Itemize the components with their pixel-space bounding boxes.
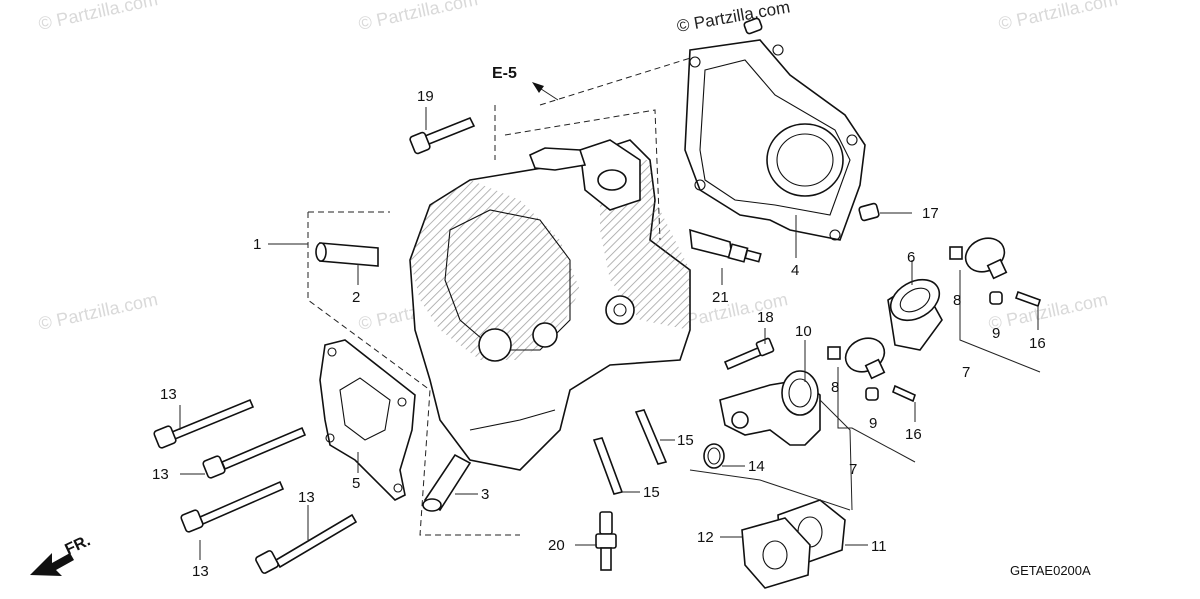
callout: 1: [253, 236, 261, 253]
inlet-pipe: [719, 370, 821, 446]
callout: 4: [791, 262, 799, 279]
watermark: © Partzilla.com: [37, 0, 160, 34]
nuts-and-screws: [827, 246, 1042, 403]
callout: 8: [831, 379, 839, 396]
callout: 3: [481, 486, 489, 503]
callout: 16: [905, 426, 922, 443]
assembly-outline: [307, 54, 701, 536]
watermark: © Partzilla.com: [987, 289, 1110, 334]
bolt-19: [409, 116, 476, 155]
hose-clamp-upper: [964, 237, 1008, 280]
leader-lines: [179, 107, 1041, 560]
callout: 11: [871, 538, 887, 555]
callout: 13: [192, 563, 209, 580]
callout: 15: [677, 432, 694, 449]
valve-guide-lower: [422, 453, 472, 512]
callout: 21: [712, 289, 729, 306]
valve-guide-upper: [315, 242, 379, 267]
callout: 5: [352, 475, 360, 492]
diagram-code: GETAE0200A: [1010, 563, 1091, 578]
callout: 13: [298, 489, 315, 506]
watermark: © Partzilla.com: [357, 0, 480, 34]
callout: 6: [907, 249, 915, 266]
callout: 13: [160, 386, 177, 403]
dowel-pin-17: [858, 202, 880, 222]
watermark: © Partzilla.com: [997, 0, 1120, 34]
stud-bolts: [592, 409, 668, 495]
reference-arrow: E-5: [492, 65, 559, 101]
bolt-18: [723, 337, 775, 371]
spark-plug: [595, 511, 617, 571]
front-arrow-icon: [30, 553, 74, 576]
callout: 16: [1029, 335, 1046, 352]
reference-label: E-5: [492, 65, 517, 82]
callout: 9: [992, 325, 1000, 342]
temperature-sensor: [689, 228, 762, 263]
long-bolts: [153, 398, 358, 574]
callout: 18: [757, 309, 774, 326]
cylinder-head: [409, 139, 691, 471]
callout: 7: [849, 461, 857, 478]
callout: 2: [352, 289, 360, 306]
watermark-top: © Partzilla.com: [675, 0, 791, 36]
callout: 8: [953, 292, 961, 309]
callout: 14: [748, 458, 765, 475]
front-label: FR.: [63, 532, 94, 558]
head-gasket: [684, 39, 866, 241]
front-direction-indicator: FR.: [30, 532, 93, 576]
callout: 17: [922, 205, 939, 222]
dowel-pin-top: [743, 17, 763, 35]
insulator-gasket-12: [741, 517, 811, 589]
cover-plate: [319, 339, 416, 501]
watermark: © Partzilla.com: [37, 289, 160, 334]
callout-labels: 1 2 3 4 5 6 7 7 8 8 9 9 10 11 12 13 13 1…: [152, 88, 1046, 580]
callout: 9: [869, 415, 877, 432]
intake-joint: [887, 278, 943, 351]
callout: 12: [697, 529, 714, 546]
callout: 7: [962, 364, 970, 381]
o-ring: [703, 443, 725, 469]
arrow-head: [532, 82, 544, 93]
callout: 13: [152, 466, 169, 483]
hose-clamp-lower: [844, 337, 886, 380]
callout: 20: [548, 537, 565, 554]
callout: 15: [643, 484, 660, 501]
callout: 19: [417, 88, 434, 105]
callout: 10: [795, 323, 812, 340]
